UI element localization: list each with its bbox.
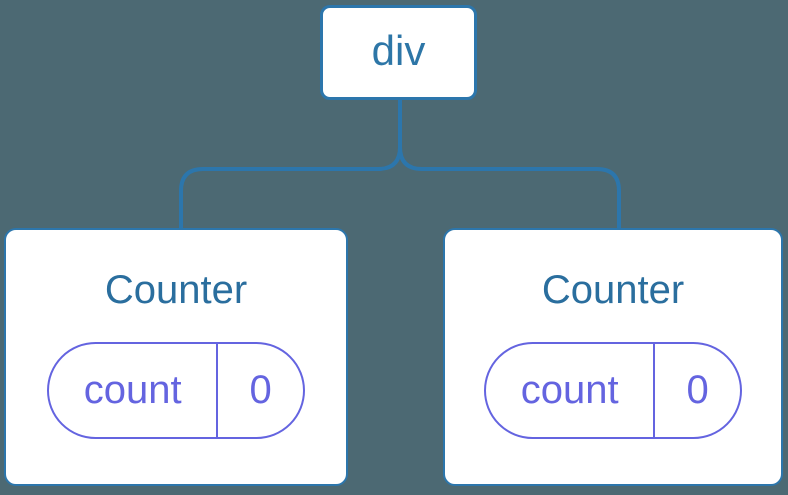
component-card-left: Counter count 0 <box>4 228 348 486</box>
component-title: Counter <box>541 268 685 312</box>
state-value: 0 <box>249 368 272 412</box>
component-title: Counter <box>104 268 248 312</box>
root-node: div <box>320 5 477 100</box>
state-pill: count 0 <box>484 342 742 439</box>
state-key: count <box>520 368 619 412</box>
state-divider <box>216 344 219 437</box>
state-value: 0 <box>686 368 709 412</box>
root-node-label: div <box>371 26 426 74</box>
state-divider <box>653 344 656 437</box>
connector-left-branch <box>179 100 402 228</box>
state-key: count <box>83 368 182 412</box>
component-card-right: Counter count 0 <box>443 228 783 486</box>
connector-right-branch <box>398 100 621 228</box>
state-pill: count 0 <box>47 342 305 439</box>
